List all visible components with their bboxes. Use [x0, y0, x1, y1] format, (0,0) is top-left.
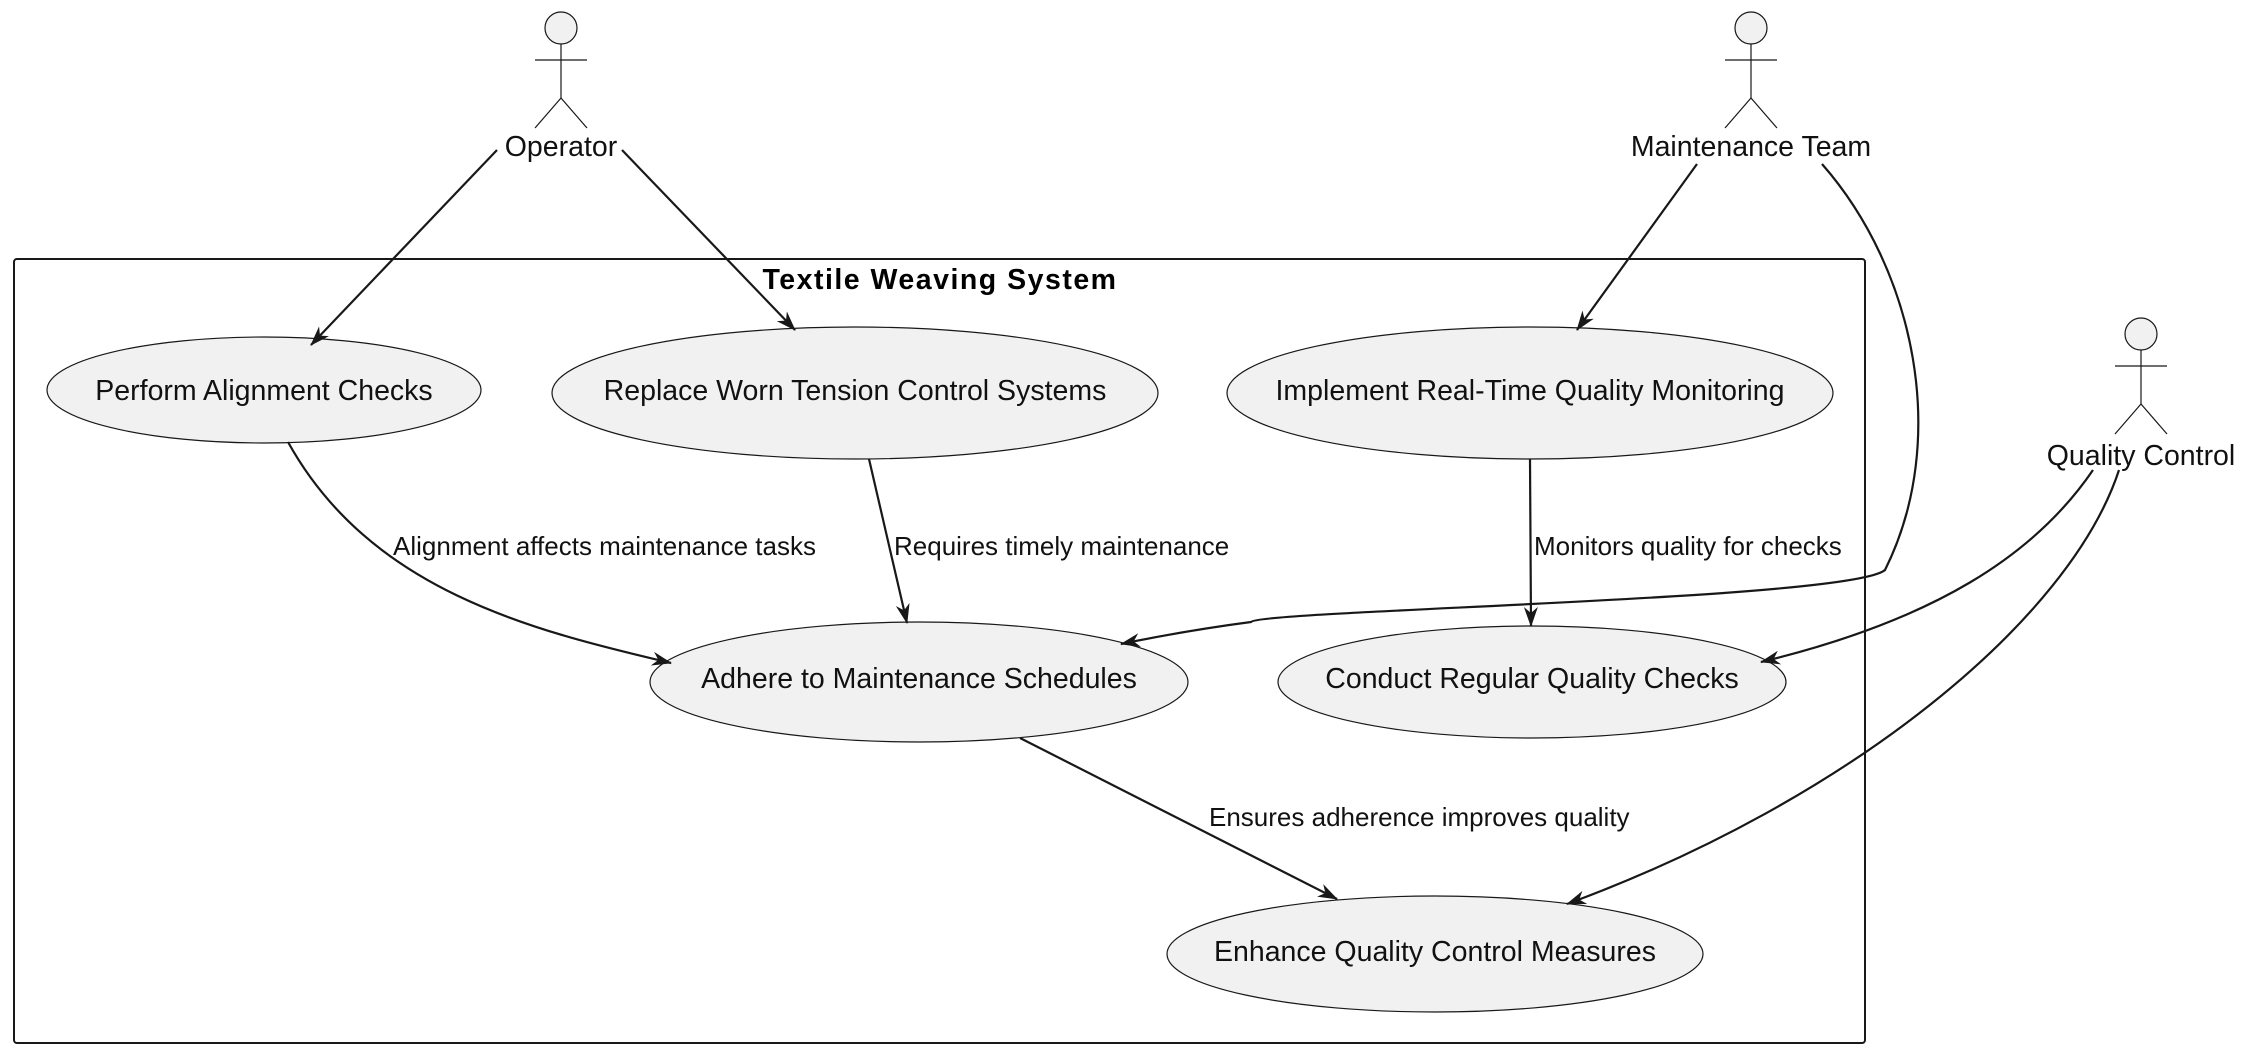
system-boundary — [13, 258, 1866, 1044]
edge-schedules-to-enhance — [1019, 737, 1338, 900]
edge-maintenance-to-schedules — [1120, 163, 1920, 648]
use-case-adhere-to-maintenance-schedules[interactable]: Adhere to Maintenance Schedules — [649, 621, 1189, 743]
use-case-label: Enhance Quality Control Measures — [1214, 936, 1656, 968]
actor-figure-icon — [534, 11, 588, 129]
edge-label: Requires timely maintenance — [894, 531, 1229, 561]
actor-figure-icon — [2114, 317, 2168, 435]
use-case-label: Replace Worn Tension Control Systems — [604, 375, 1107, 407]
edge-label: Monitors quality for checks — [1534, 531, 1842, 561]
use-case-implement-real-time-quality-monitoring[interactable]: Implement Real-Time Quality Monitoring — [1226, 326, 1834, 460]
system-title: Textile Weaving System — [762, 264, 1117, 296]
edge-quality-to-enhance — [1566, 469, 2121, 906]
use-case-label: Perform Alignment Checks — [95, 375, 432, 407]
use-case-enhance-quality-control-measures[interactable]: Enhance Quality Control Measures — [1166, 895, 1704, 1013]
actor-maintenance-team[interactable]: Maintenance Team — [1631, 11, 1871, 163]
use-case-label: Conduct Regular Quality Checks — [1325, 663, 1738, 695]
actor-figure-icon — [1724, 11, 1778, 129]
use-case-label: Implement Real-Time Quality Monitoring — [1276, 375, 1785, 407]
actor-operator[interactable]: Operator — [505, 11, 618, 163]
edge-quality-to-checks — [1760, 469, 2094, 665]
edge-tension-to-schedules — [867, 458, 910, 624]
edge-label: Ensures adherence improves quality — [1209, 802, 1630, 832]
use-case-label: Adhere to Maintenance Schedules — [701, 663, 1137, 695]
actor-quality-control[interactable]: Quality Control — [2047, 317, 2236, 472]
edge-operator-to-tension — [621, 149, 796, 331]
edge-label: Alignment affects maintenance tasks — [393, 531, 816, 561]
use-case-perform-alignment-checks[interactable]: Perform Alignment Checks — [46, 336, 482, 444]
edge-maintenance-to-monitoring — [1576, 163, 1698, 331]
use-case-conduct-regular-quality-checks[interactable]: Conduct Regular Quality Checks — [1277, 625, 1787, 739]
actor-label: Maintenance Team — [1631, 131, 1871, 163]
edge-monitoring-to-checks — [1523, 458, 1538, 627]
use-case-replace-worn-tension-control-systems[interactable]: Replace Worn Tension Control Systems — [551, 326, 1159, 460]
actor-label: Operator — [505, 131, 618, 163]
edge-operator-to-alignment — [310, 149, 498, 346]
actor-label: Quality Control — [2047, 440, 2236, 472]
edge-alignment-to-schedules — [287, 441, 672, 666]
